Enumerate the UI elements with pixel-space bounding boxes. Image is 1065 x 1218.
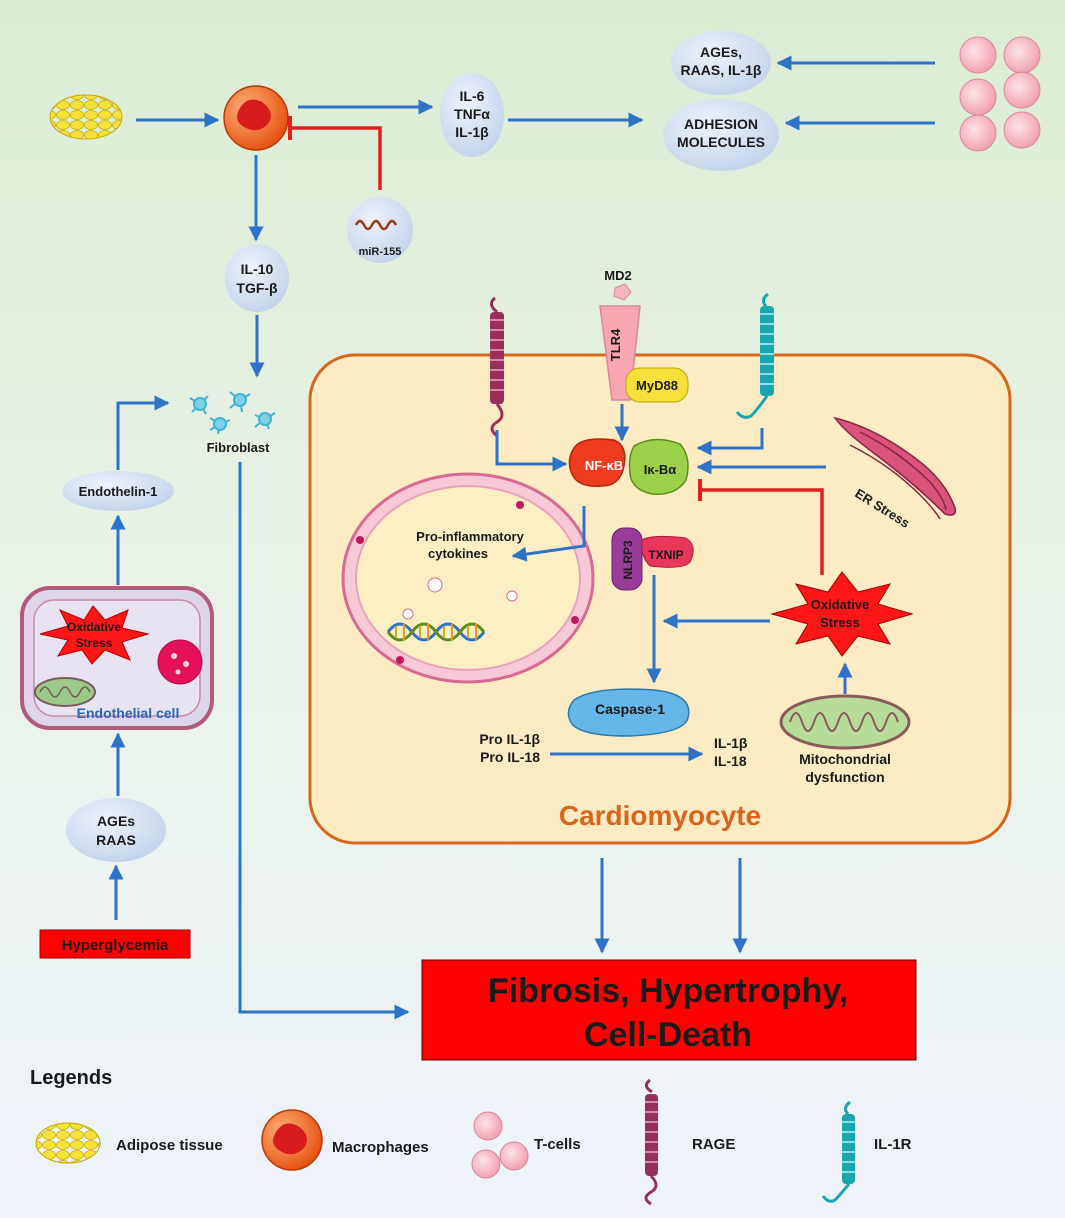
outcome-line-1: Fibrosis, Hypertrophy, [488, 972, 848, 1010]
legend-il1r-icon [821, 1100, 855, 1203]
fibroblast-icon [189, 391, 276, 435]
nfkb-label: NF-κB [585, 458, 623, 473]
tgfb-label: TGF-β [236, 280, 278, 296]
endothelial-mitochondrion-icon [34, 677, 96, 707]
il18-label: IL-18 [714, 753, 747, 769]
cytokine-tnfa: TNFα [454, 106, 490, 122]
il10-tgfb-bubble [225, 244, 289, 312]
myd88-box [625, 367, 689, 403]
ikba-label: Iκ-Bα [644, 462, 677, 477]
outcome-box [421, 959, 917, 1061]
adipose-tissue-icon [49, 94, 123, 140]
cytokines-label: cytokines [428, 546, 488, 561]
legend-rage-icon [644, 1078, 658, 1206]
adhesion-molecules-bubble [663, 99, 779, 171]
caspase1-label: Caspase-1 [595, 701, 665, 717]
hyperglycemia-box [39, 929, 191, 959]
ages-raas-il1b-bubble [671, 31, 771, 95]
legend-tcells-label: T-cells [534, 1136, 581, 1153]
myd88-label: MyD88 [636, 378, 678, 393]
endothelial-oxidative-stress-star [39, 605, 150, 665]
cell-oxidative-stress-star [770, 571, 914, 657]
cardiomyocyte-title: Cardiomyocyte [559, 800, 761, 831]
txnip-label: TXNIP [648, 548, 683, 562]
il1b-label: IL-1β [714, 735, 748, 751]
raas-il1b-label: RAAS, IL-1β [681, 62, 762, 78]
il1r-receptor-icon [735, 292, 774, 419]
mitochondrion-icon [779, 694, 911, 750]
left-ages-label: AGEs [97, 813, 135, 829]
cytokine-il6: IL-6 [460, 88, 485, 104]
adhesion-label: ADHESION [684, 116, 758, 132]
rage-receptor-icon [490, 296, 504, 438]
mito-label-2: dysfunction [805, 769, 884, 785]
proinflammatory-label: Pro-inflammatory [416, 529, 524, 544]
endothelial-nucleus-icon [157, 639, 203, 685]
nlrp3-label: NLRP3 [621, 540, 635, 580]
nucleus [341, 472, 595, 684]
arrow-endothelin-to-fibroblast [116, 395, 170, 470]
legend-macrophage-label: Macrophages [332, 1139, 429, 1156]
left-raas-label: RAAS [96, 832, 136, 848]
macrophage-icon [223, 85, 289, 151]
cytokine-il1b: IL-1β [455, 124, 489, 140]
legend-il1r-label: IL-1R [874, 1136, 912, 1153]
tlr4-label: TLR4 [608, 328, 623, 361]
er-stress-icon [833, 416, 957, 520]
pro-il18-label: Pro IL-18 [480, 749, 540, 765]
endothelin-label: Endothelin-1 [79, 484, 158, 499]
endothelial-stress-label: Stress [76, 636, 113, 650]
nlrp3-box [611, 527, 643, 591]
legend-tcells-icon [471, 1111, 529, 1179]
legend-title: Legends [30, 1067, 112, 1089]
mir155-label: miR-155 [359, 246, 402, 258]
inhibit-mir155-line [290, 126, 382, 190]
nfkb-complex [568, 438, 626, 487]
legend-adipose-label: Adipose tissue [116, 1137, 223, 1154]
cell-stress-label: Stress [820, 615, 860, 630]
endothelial-cell-label: Endothelial cell [77, 705, 180, 721]
dna-icon [386, 622, 486, 642]
inhibit-oxidative-line [700, 488, 824, 575]
outcome-line-2: Cell-Death [584, 1016, 752, 1054]
endothelial-oxidative-label: Oxidative [67, 620, 121, 634]
tcells-icon [959, 36, 1041, 152]
legend-macrophage-icon [261, 1109, 323, 1171]
legend-rage-label: RAGE [692, 1136, 735, 1153]
cytokines-bubble [440, 73, 504, 157]
legend-adipose-icon [35, 1122, 101, 1164]
ages-raas-bubble [66, 798, 166, 862]
md2-label: MD2 [604, 268, 631, 283]
hyperglycemia-label: Hyperglycemia [62, 937, 169, 954]
cell-oxidative-label: Oxidative [811, 597, 870, 612]
mirna-wave-icon [354, 219, 398, 231]
caspase1-box [567, 688, 690, 737]
molecules-label: MOLECULES [677, 134, 765, 150]
mito-label-1: Mitochondrial [799, 751, 891, 767]
txnip-box [641, 535, 694, 568]
arrow-fibroblast-to-outcome [238, 462, 410, 1020]
ages-label: AGEs, [700, 44, 742, 60]
md2-icon [613, 283, 632, 301]
arrow-nfkb-to-nucleus [511, 506, 586, 562]
fibroblast-label: Fibroblast [207, 440, 271, 455]
endothelin-bubble [62, 471, 174, 511]
arrow-il1r-to-ikba [696, 428, 764, 456]
mir155-bubble [347, 197, 413, 263]
arrow-rage-to-nfkb [495, 430, 568, 472]
pro-il1b-label: Pro IL-1β [479, 731, 540, 747]
il10-label: IL-10 [241, 261, 274, 277]
ikba-complex [628, 438, 689, 495]
